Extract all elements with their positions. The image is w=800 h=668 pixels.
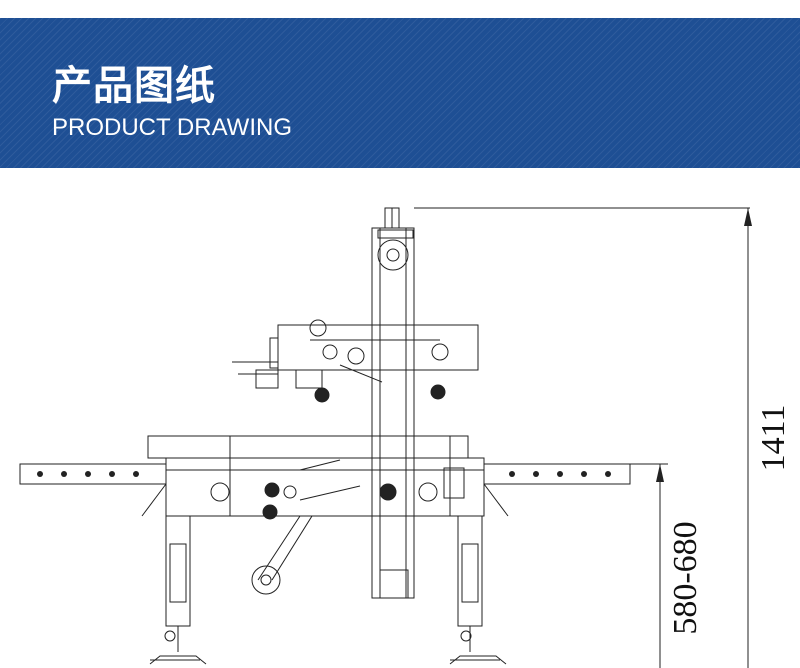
top-pulley — [377, 239, 409, 271]
main-body — [165, 457, 485, 517]
page-title: 产品图纸 — [52, 63, 216, 109]
right-conveyor — [483, 463, 631, 485]
tape-roll — [251, 565, 281, 595]
technical-drawing: 1411 580-680 — [19, 207, 792, 668]
arrow-head-table — [656, 464, 664, 482]
page-subtitle: PRODUCT DRAWING — [52, 114, 292, 141]
left-conveyor — [19, 463, 167, 485]
overall-height-label: 1411 — [755, 405, 792, 472]
table-height-label: 580-680 — [667, 521, 704, 634]
top-tape-head — [277, 324, 479, 371]
column-frame — [371, 227, 415, 599]
main-body-top — [147, 435, 469, 459]
header-banner: 产品图纸 PRODUCT DRAWING — [0, 18, 800, 168]
arrow-head-top — [744, 208, 752, 226]
